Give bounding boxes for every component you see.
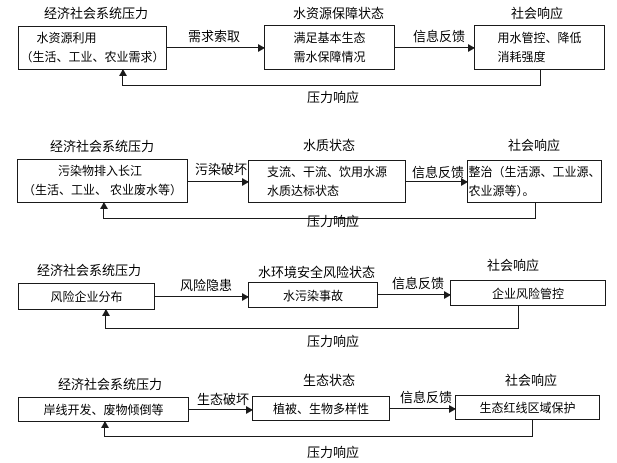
right-arrow-icon [167, 44, 265, 52]
pressure-title: 经济社会系统压力 [58, 377, 163, 392]
feedback-line-horizontal [105, 328, 519, 329]
state-box: 植被、生物多样性 [252, 396, 390, 421]
feedback-label: 压力响应 [307, 214, 360, 229]
up-arrow-icon [99, 202, 108, 219]
state-to-response-arrow-label: 信息反馈 [412, 165, 465, 180]
state-box-line2: 需水保障情况 [293, 49, 366, 64]
response-box: 生态红线区域保护 [455, 395, 600, 420]
state-box-line1: 植被、生物多样性 [272, 402, 369, 416]
feedback-line-down [532, 420, 533, 437]
right-arrow-icon [378, 291, 451, 299]
response-box-line1: 用水管控、降低 [497, 30, 582, 45]
pressure-to-state-arrow-label: 风险隐患 [180, 278, 233, 293]
pressure-box: 水资源利用 （生活、工业、农业需求） [18, 26, 167, 70]
feedback-line-down [535, 203, 536, 219]
pressure-box-line2: （生活、工业、 农业废水等） [22, 183, 182, 197]
feedback-label: 压力响应 [307, 445, 360, 460]
right-arrow-icon [395, 44, 475, 52]
state-box-line1: 支流、干流、饮用水源 [266, 164, 387, 179]
right-arrow-icon [390, 405, 456, 413]
response-title: 社会响应 [508, 138, 561, 153]
state-box: 支流、干流、饮用水源 水质达标状态 [248, 160, 406, 203]
state-box-line1: 水污染事故 [282, 288, 343, 303]
right-arrow-icon [188, 178, 249, 186]
response-box: 企业风险管控 [450, 280, 606, 306]
response-box: 用水管控、降低 消耗强度 [474, 25, 605, 70]
response-box-line1: 整治（生活源、工业源、 [468, 164, 601, 179]
pressure-title: 经济社会系统压力 [44, 6, 149, 21]
response-box-line2: 消耗强度 [497, 49, 546, 64]
feedback-line-horizontal [103, 218, 536, 219]
pressure-box-line1: 风险企业分布 [50, 290, 123, 304]
state-box-line1: 满足基本生态 [293, 30, 366, 45]
state-box-line2: 水质达标状态 [266, 183, 339, 198]
response-box-line1: 生态红线区域保护 [479, 401, 576, 415]
pressure-box-line2: （生活、工业、农业需求） [20, 50, 165, 64]
pressure-box-line1: 污染物排入长江 [57, 164, 142, 178]
state-to-response-arrow-label: 信息反馈 [413, 29, 466, 44]
pressure-to-state-arrow-label: 污染破坏 [195, 162, 248, 177]
up-arrow-icon [100, 421, 109, 437]
right-arrow-icon [155, 293, 249, 301]
state-title: 水资源保障状态 [293, 6, 385, 21]
pressure-box: 岸线开发、废物倾倒等 [18, 397, 189, 422]
pressure-title: 经济社会系统压力 [37, 263, 142, 278]
response-box-line1: 企业风险管控 [491, 286, 564, 301]
state-title: 水环境安全风险状态 [258, 265, 376, 280]
feedback-line-down [518, 306, 519, 329]
response-title: 社会响应 [505, 373, 558, 388]
pressure-box: 风险企业分布 [18, 283, 155, 310]
response-title: 社会响应 [487, 258, 540, 273]
feedback-label: 压力响应 [307, 334, 360, 349]
state-title: 水质状态 [303, 138, 356, 153]
response-title: 社会响应 [511, 6, 564, 21]
state-to-response-arrow-label: 信息反馈 [392, 276, 445, 291]
feedback-label: 压力响应 [307, 90, 360, 105]
feedback-line-horizontal [122, 85, 541, 86]
pressure-box-line1: 水资源利用 [36, 31, 97, 45]
pressure-to-state-arrow-label: 生态破坏 [197, 392, 250, 407]
right-arrow-icon [406, 178, 468, 186]
response-box: 整治（生活源、工业源、 农业源等）。 [467, 160, 602, 203]
right-arrow-icon [189, 406, 253, 414]
feedback-line-down [540, 70, 541, 86]
feedback-line-horizontal [104, 436, 533, 437]
pressure-box-line1: 岸线开发、废物倾倒等 [43, 403, 164, 417]
state-box: 水污染事故 [248, 282, 378, 308]
pressure-to-state-arrow-label: 需求索取 [188, 29, 241, 44]
up-arrow-icon [118, 69, 127, 86]
pressure-title: 经济社会系统压力 [50, 139, 155, 154]
state-box: 满足基本生态 需水保障情况 [264, 25, 395, 70]
response-box-line2: 农业源等）。 [468, 183, 535, 198]
state-to-response-arrow-label: 信息反馈 [400, 390, 453, 405]
pressure-box: 污染物排入长江 （生活、工业、 农业废水等） [17, 159, 188, 203]
up-arrow-icon [101, 309, 110, 329]
state-title: 生态状态 [303, 373, 356, 388]
